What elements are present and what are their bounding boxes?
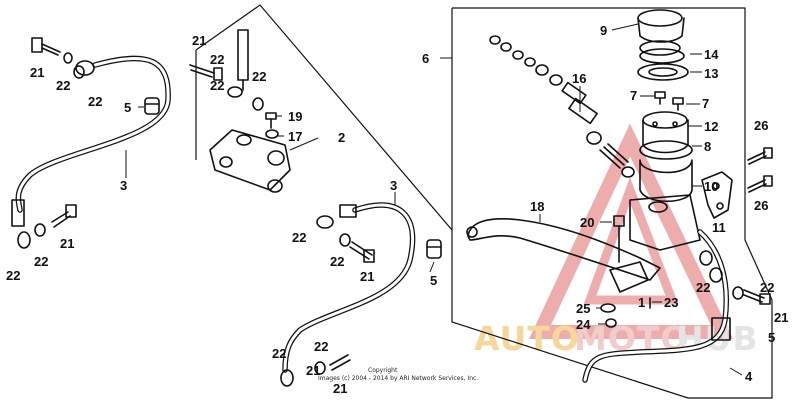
callout-17: 17 <box>288 129 302 144</box>
screw-7-right <box>672 97 684 111</box>
callout-12: 12 <box>704 119 718 134</box>
clamp-hole <box>648 201 668 213</box>
banjo-bolt-bottom-center <box>280 354 351 387</box>
callout-16: 16 <box>572 71 586 86</box>
banjo-bolt-bottom-left <box>17 204 77 249</box>
callout-9: 9 <box>600 23 607 38</box>
callout-22-top-left-a: 22 <box>56 78 70 93</box>
callout-18: 18 <box>530 199 544 214</box>
sealing-washer <box>73 65 85 79</box>
callout-2: 2 <box>338 130 345 145</box>
holder-11 <box>701 171 733 219</box>
callout-19: 19 <box>288 109 302 124</box>
reservoir-cap-9 <box>637 9 685 56</box>
callout-21-bottom-left: 21 <box>60 236 74 251</box>
callout-26-upper: 26 <box>754 118 768 133</box>
callout-5-right: 5 <box>768 330 775 345</box>
callout-8: 8 <box>704 139 711 154</box>
banjo-bolt-top-left <box>31 37 73 64</box>
banjo-bolt-right <box>732 286 771 305</box>
banjo-bolt-center <box>349 241 375 263</box>
bleeder-cap-5-center <box>426 239 442 259</box>
callout-23: 23 <box>664 295 678 310</box>
callout-22-top-center-c: 22 <box>252 69 266 84</box>
callout-11: 11 <box>712 220 726 235</box>
callout-21-center: 21 <box>360 269 374 284</box>
callout-5-center: 5 <box>430 273 437 288</box>
callout-1: 1 <box>638 295 645 310</box>
callout-5-left: 5 <box>124 100 131 115</box>
copyright-line1: Copyright <box>368 367 398 374</box>
brake-hose-4 <box>582 229 731 383</box>
callout-22-top-center-a: 22 <box>210 52 224 67</box>
callout-22-right-b: 22 <box>760 280 774 295</box>
callout-21-right: 21 <box>774 310 788 325</box>
lever-pivot <box>466 226 478 238</box>
brake-hose-center <box>282 202 416 373</box>
callout-22-center-a: 22 <box>292 230 306 245</box>
callout-22-bottom-center-b: 22 <box>314 339 328 354</box>
sealing-washer-center <box>339 233 351 247</box>
washer-17 <box>265 129 279 139</box>
callout-22-bottom-left-a: 22 <box>6 268 20 283</box>
callout-26-lower: 26 <box>754 198 768 213</box>
callout-21-top-left: 21 <box>30 65 44 80</box>
callout-20: 20 <box>580 215 594 230</box>
nut-24 <box>605 318 617 328</box>
brake-pipe-fitting <box>189 29 264 111</box>
piston-kit-16 <box>489 35 635 178</box>
seal-8 <box>639 140 693 160</box>
callout-25: 25 <box>576 301 590 316</box>
callout-10: 10 <box>704 179 718 194</box>
pivot-bolt-20 <box>613 215 625 263</box>
callout-labels: 6 9 14 13 7 7 12 8 10 11 16 26 26 18 20 … <box>6 23 788 396</box>
callout-21-bottom-center-a: 21 <box>306 363 320 378</box>
callout-13: 13 <box>704 66 718 81</box>
bolt-26-upper <box>747 147 773 165</box>
callout-22-bottom-left-b: 22 <box>34 254 48 269</box>
leader-lines <box>125 23 743 376</box>
brake-lever-18 <box>467 217 661 281</box>
brake-joint-2 <box>209 129 291 193</box>
callout-21-top-center: 21 <box>192 33 206 48</box>
callout-7-left: 7 <box>630 88 637 103</box>
copyright-line2: Images (c) 2004 - 2014 by ARI Network Se… <box>318 375 478 382</box>
assembly-6-frame <box>451 7 773 399</box>
clamp-body <box>629 194 701 251</box>
bolt-19 <box>265 112 277 129</box>
bolt-26-lower <box>747 175 773 193</box>
callout-3-center: 3 <box>390 178 397 193</box>
diaphragm-13 <box>637 63 689 81</box>
callout-4: 4 <box>745 369 753 384</box>
callout-6: 6 <box>422 51 429 66</box>
callout-21-bottom-center-b: 21 <box>333 381 347 396</box>
callout-3-left: 3 <box>120 178 127 193</box>
callout-22-top-center-b: 22 <box>210 78 224 93</box>
cap-plate-14 <box>639 48 685 64</box>
watermark-text-auto: AUTO <box>474 319 580 358</box>
screw-7-left <box>654 91 666 105</box>
callout-24: 24 <box>576 317 591 332</box>
dust-boot-25 <box>600 303 616 313</box>
bleeder-cap-5-left <box>144 97 160 115</box>
callout-22-bottom-center-a: 22 <box>272 346 286 361</box>
callout-22-right-a: 22 <box>696 280 710 295</box>
center-assembly-frame <box>195 4 453 231</box>
reservoir-12 <box>642 111 689 154</box>
callout-7-right: 7 <box>702 96 709 111</box>
brake-hose-left <box>11 55 171 227</box>
callout-22-center-b: 22 <box>330 254 344 269</box>
callout-14: 14 <box>704 47 719 62</box>
diaphragm-13-inner <box>648 67 678 77</box>
callout-22-top-left-b: 22 <box>88 94 102 109</box>
